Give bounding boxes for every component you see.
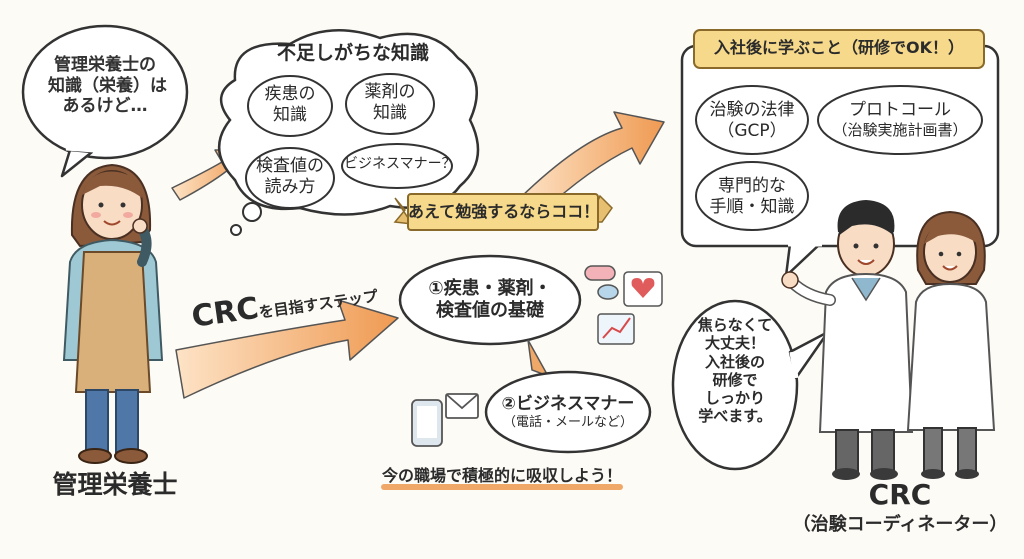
lacking-item-line: 検査値の [256, 156, 324, 176]
lacking-title: 不足しがちな知識 [276, 42, 429, 64]
lacking-item-disease: 疾患の 知識 [250, 84, 330, 125]
crc-speech-line: しっかり [704, 389, 765, 408]
lacking-item-line: 知識 [273, 104, 307, 125]
arrow-to-learn [519, 111, 665, 215]
learn-item-line: 手順・知識 [709, 196, 795, 217]
step2-line: （電話・メールなど） [502, 414, 633, 430]
learn-item-line: （治験実施計画書） [832, 120, 968, 139]
step1-line: 検査値の基礎 [436, 299, 544, 321]
crc-speech-line: 学べます。 [698, 407, 772, 426]
lacking-item-line: 疾患の [264, 84, 316, 104]
learn-item-line: プロトコール [849, 100, 951, 120]
step2-line: ②ビジネスマナー [501, 394, 635, 414]
learn-title: 入社後に学ぶこと（研修でOK！） [713, 38, 964, 57]
step1-line: ①疾患・薬剤・ [428, 278, 552, 299]
nutritionist-caption: 管理栄養士 [52, 470, 178, 499]
learn-item-line: 専門的な [718, 176, 786, 196]
nutritionist-speech-bubble [21, 24, 189, 178]
nutritionist-speech-line: あるけど… [62, 96, 148, 117]
study-banner [393, 193, 613, 231]
crc-speech-line: 大丈夫！ [704, 334, 765, 353]
lacking-item-labvalues: 検査値の 読み方 [246, 156, 334, 197]
crc-female-illustration [906, 210, 996, 479]
chart-icon [597, 313, 635, 345]
learn-item-line: 治験の法律 [709, 100, 795, 120]
crc-speech-line: 入社後の [704, 352, 765, 371]
step1-text: ①疾患・薬剤・ 検査値の基礎 [410, 278, 570, 322]
crc-caption: CRC [868, 478, 932, 511]
nutritionist-speech-text: 管理栄養士の 知識（栄養）は あるけど… [48, 55, 167, 117]
learn-item-protocol: プロトコール （治験実施計画書） [822, 100, 978, 139]
crc-speech-line: 焦らなくて [697, 316, 773, 334]
lacking-item-manners: ビジネスマナー？ [344, 156, 456, 172]
study-banner-text: あえて勉強するならココ！ [408, 202, 600, 221]
steps-bubbles [381, 254, 652, 490]
nutritionist-illustration [62, 163, 164, 464]
step2-text: ②ビジネスマナー （電話・メールなど） [490, 394, 646, 431]
lacking-item-line: 知識 [373, 102, 407, 123]
crc-speech-bubble [671, 299, 830, 471]
heart-icon [623, 271, 663, 307]
nutritionist-speech-line: 管理栄養士の [54, 55, 156, 75]
nutritionist-speech-line: 知識（栄養）は [48, 75, 167, 96]
crc-male-illustration [781, 200, 914, 480]
crc-speech-line: 研修で [712, 370, 758, 389]
smartphone-icon [411, 399, 443, 447]
crc-step-arrow [175, 299, 399, 399]
lacking-thought-cloud [217, 29, 480, 236]
learn-item-line: （GCP） [717, 120, 787, 141]
learn-item-procedures: 専門的な 手順・知識 [702, 176, 802, 217]
lacking-item-line: 読み方 [264, 176, 316, 197]
lacking-item-drug: 薬剤の 知識 [350, 82, 430, 123]
learn-item-gcp: 治験の法律 （GCP） [702, 100, 802, 141]
crc-subcaption: （治験コーディネーター） [792, 514, 1008, 535]
lacking-item-line: 薬剤の [364, 82, 416, 102]
mail-icon [445, 393, 479, 419]
learn-panel [680, 29, 1000, 278]
crc-speech-text: 焦らなくて 大丈夫！ 入社後の 研修で しっかり 学べます。 [690, 316, 780, 426]
steps-footer: 今の職場で積極的に吸収しよう！ [381, 466, 622, 485]
pill-icon [584, 265, 619, 300]
